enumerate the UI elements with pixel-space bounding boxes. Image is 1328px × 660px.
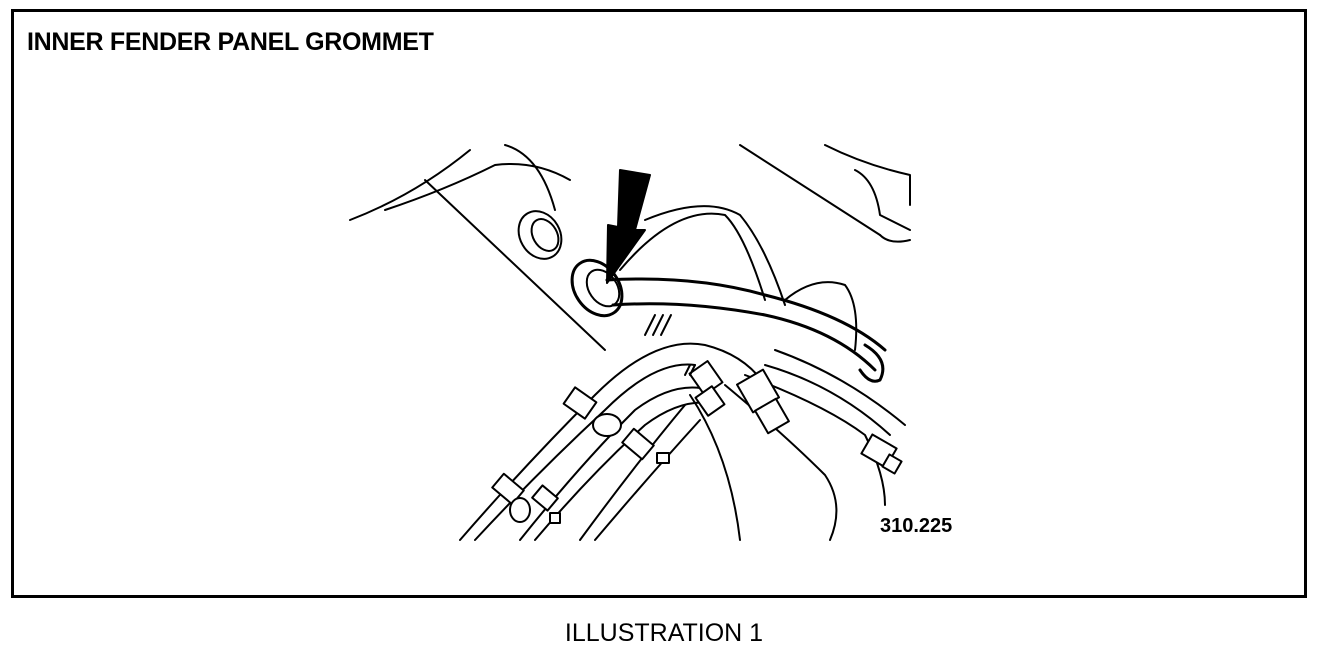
upper-tube-b bbox=[644, 205, 786, 306]
harness-k bbox=[764, 364, 891, 436]
fender-panel-edge bbox=[349, 149, 471, 221]
upper-tube-a bbox=[619, 212, 766, 301]
harness-j bbox=[774, 349, 906, 426]
fender-panel-front-edge bbox=[424, 179, 606, 351]
harness-d bbox=[534, 401, 721, 541]
clip-3 bbox=[491, 472, 561, 524]
fender-inner-edge bbox=[504, 144, 556, 211]
fender-corner bbox=[854, 169, 911, 231]
hose-upper bbox=[605, 277, 887, 352]
figure-title: INNER FENDER PANEL GROMMET bbox=[27, 28, 434, 56]
harness-a bbox=[459, 342, 766, 541]
connector-1 bbox=[688, 360, 726, 417]
fender-right-edge bbox=[824, 144, 911, 206]
pointer-arrow-icon bbox=[606, 169, 651, 284]
clip-1 bbox=[562, 386, 622, 437]
upper-grommet-icon bbox=[517, 210, 563, 260]
connector-3 bbox=[860, 433, 903, 475]
line-drawing bbox=[349, 144, 911, 541]
harness-e bbox=[579, 404, 686, 541]
fender-right-lower bbox=[879, 234, 911, 243]
hose-lower bbox=[611, 302, 877, 372]
clip-2 bbox=[621, 427, 670, 464]
tick-marks bbox=[644, 314, 672, 336]
fender-panel-lower-edge bbox=[384, 163, 571, 211]
fender-top-line bbox=[739, 144, 881, 236]
hose-end bbox=[858, 343, 885, 383]
harness-i bbox=[744, 374, 886, 506]
connector-2 bbox=[736, 368, 790, 435]
harness-g bbox=[689, 394, 741, 541]
hose-loop bbox=[784, 281, 858, 351]
part-number: 310.225 bbox=[880, 515, 953, 537]
figure-caption: ILLUSTRATION 1 bbox=[564, 619, 764, 647]
harness-f bbox=[594, 419, 701, 541]
figure-frame: INNER FENDER PANEL GROMMET bbox=[11, 9, 1307, 598]
tick-marks-2 bbox=[684, 364, 696, 376]
